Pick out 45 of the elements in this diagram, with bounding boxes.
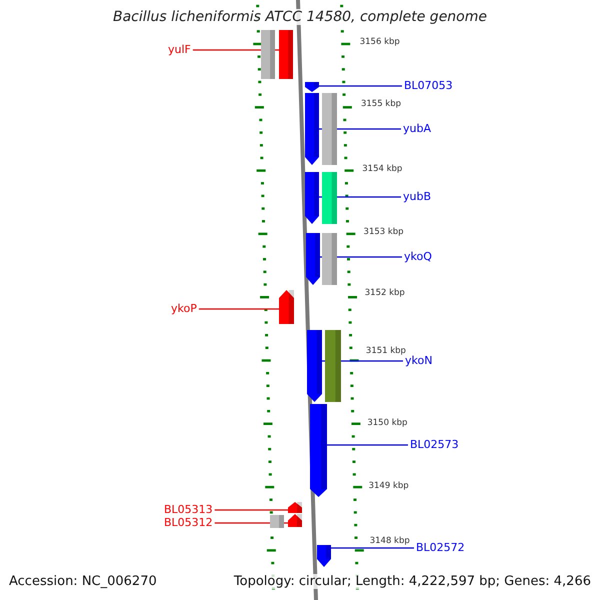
- feature-block: [322, 233, 337, 285]
- scale-label: 3152 kbp: [364, 288, 405, 299]
- gene-label: yubB: [403, 190, 432, 204]
- scale-label: 3148 kbp: [370, 536, 410, 547]
- gene-label: yubA: [403, 122, 431, 136]
- feature-block: [279, 30, 293, 79]
- scale-label: 3155 kbp: [360, 99, 402, 110]
- gene-block: [279, 290, 294, 324]
- feature-block: [270, 515, 284, 528]
- scale-label: 3151 kbp: [366, 346, 406, 356]
- feature-block: [322, 172, 337, 224]
- leader-line: [198, 308, 279, 310]
- scale-label: 3153 kbp: [364, 227, 404, 238]
- scale-label: 3150 kbp: [367, 418, 408, 429]
- leader-line: [327, 444, 408, 446]
- feature-block: [325, 330, 341, 402]
- scale-label: 3149 kbp: [368, 481, 409, 492]
- gene-block: [288, 514, 302, 527]
- gene-block: [305, 172, 319, 224]
- feature-block: [322, 93, 337, 165]
- diagram-title: Bacillus licheniformis ATCC 14580, complete genome: [113, 9, 487, 25]
- leader-line: [214, 509, 288, 511]
- accession-text: Accession: NC_006270: [9, 574, 157, 589]
- gene-block: [317, 545, 331, 567]
- scale-label: 3156 kbp: [360, 37, 400, 48]
- gene-label: BL02573: [410, 438, 459, 452]
- leader-line: [331, 547, 414, 549]
- gene-label: BL05313: [164, 503, 213, 517]
- gene-block: [288, 502, 302, 513]
- leader-line: [214, 522, 288, 524]
- gene-label: ykoQ: [404, 250, 432, 264]
- gene-label: BL07053: [404, 79, 453, 93]
- gene-block: [306, 233, 320, 285]
- scale-label: 3154 kbp: [362, 164, 402, 175]
- gene-block: [305, 82, 319, 92]
- gene-label: ykoP: [171, 302, 197, 316]
- leader-line: [319, 85, 402, 87]
- feature-block: [261, 30, 275, 79]
- gene-label: BL02572: [416, 541, 465, 555]
- gene-label: BL05312: [164, 516, 213, 530]
- gene-label: ykoN: [405, 354, 432, 368]
- genome-stats-text: Topology: circular; Length: 4,222,597 bp; Genes: 4,266: [234, 574, 591, 589]
- gene-label: yulF: [168, 43, 191, 57]
- gene-block: [310, 404, 327, 497]
- gene-block: [307, 330, 322, 402]
